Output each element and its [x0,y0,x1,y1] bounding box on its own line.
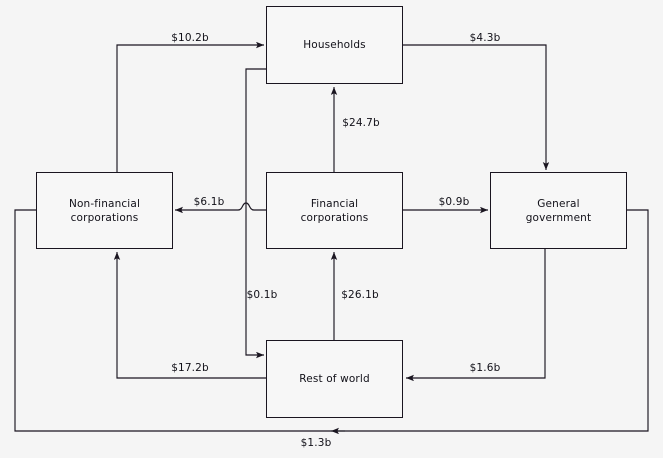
edge-label-row-to-financial: $26.1b [341,289,379,301]
edge-label-financial-to-households: $24.7b [342,117,380,129]
edge-label-gov-to-nonfin: $1.3b [300,437,332,449]
node-financial-corporations[interactable]: Financial corporations [266,172,403,249]
node-general-government[interactable]: General government [490,172,627,249]
edge-row-to-nonfin [113,252,266,379]
edge-label-financial-to-nonfin: $6.1b [193,196,225,208]
edge-nonfin-to-households [116,41,264,172]
node-label-financial-corporations: Financial corporations [300,197,369,224]
node-label-households: Households [303,39,366,51]
node-non-financial-corporations[interactable]: Non-financial corporations [36,172,173,249]
node-label-general-government: General government [525,197,592,224]
edge-label-nonfin-to-households: $10.2b [171,32,209,44]
edge-households-to-row [245,68,266,359]
node-label-rest-of-world: Rest of world [299,373,370,385]
edge-label-row-to-nonfin: $17.2b [171,362,209,374]
node-rest-of-world[interactable]: Rest of world [266,340,403,418]
edge-label-households-to-row: $0.1b [246,289,278,301]
edge-gov-to-row [406,249,546,382]
edge-label-gov-to-row: $1.6b [469,362,501,374]
edge-label-households-to-gov: $4.3b [469,32,501,44]
node-households[interactable]: Households [266,6,403,84]
edge-label-financial-to-gov: $0.9b [438,196,470,208]
node-label-non-financial-corporations: Non-financial corporations [68,197,141,224]
edge-households-to-gov [403,44,550,170]
